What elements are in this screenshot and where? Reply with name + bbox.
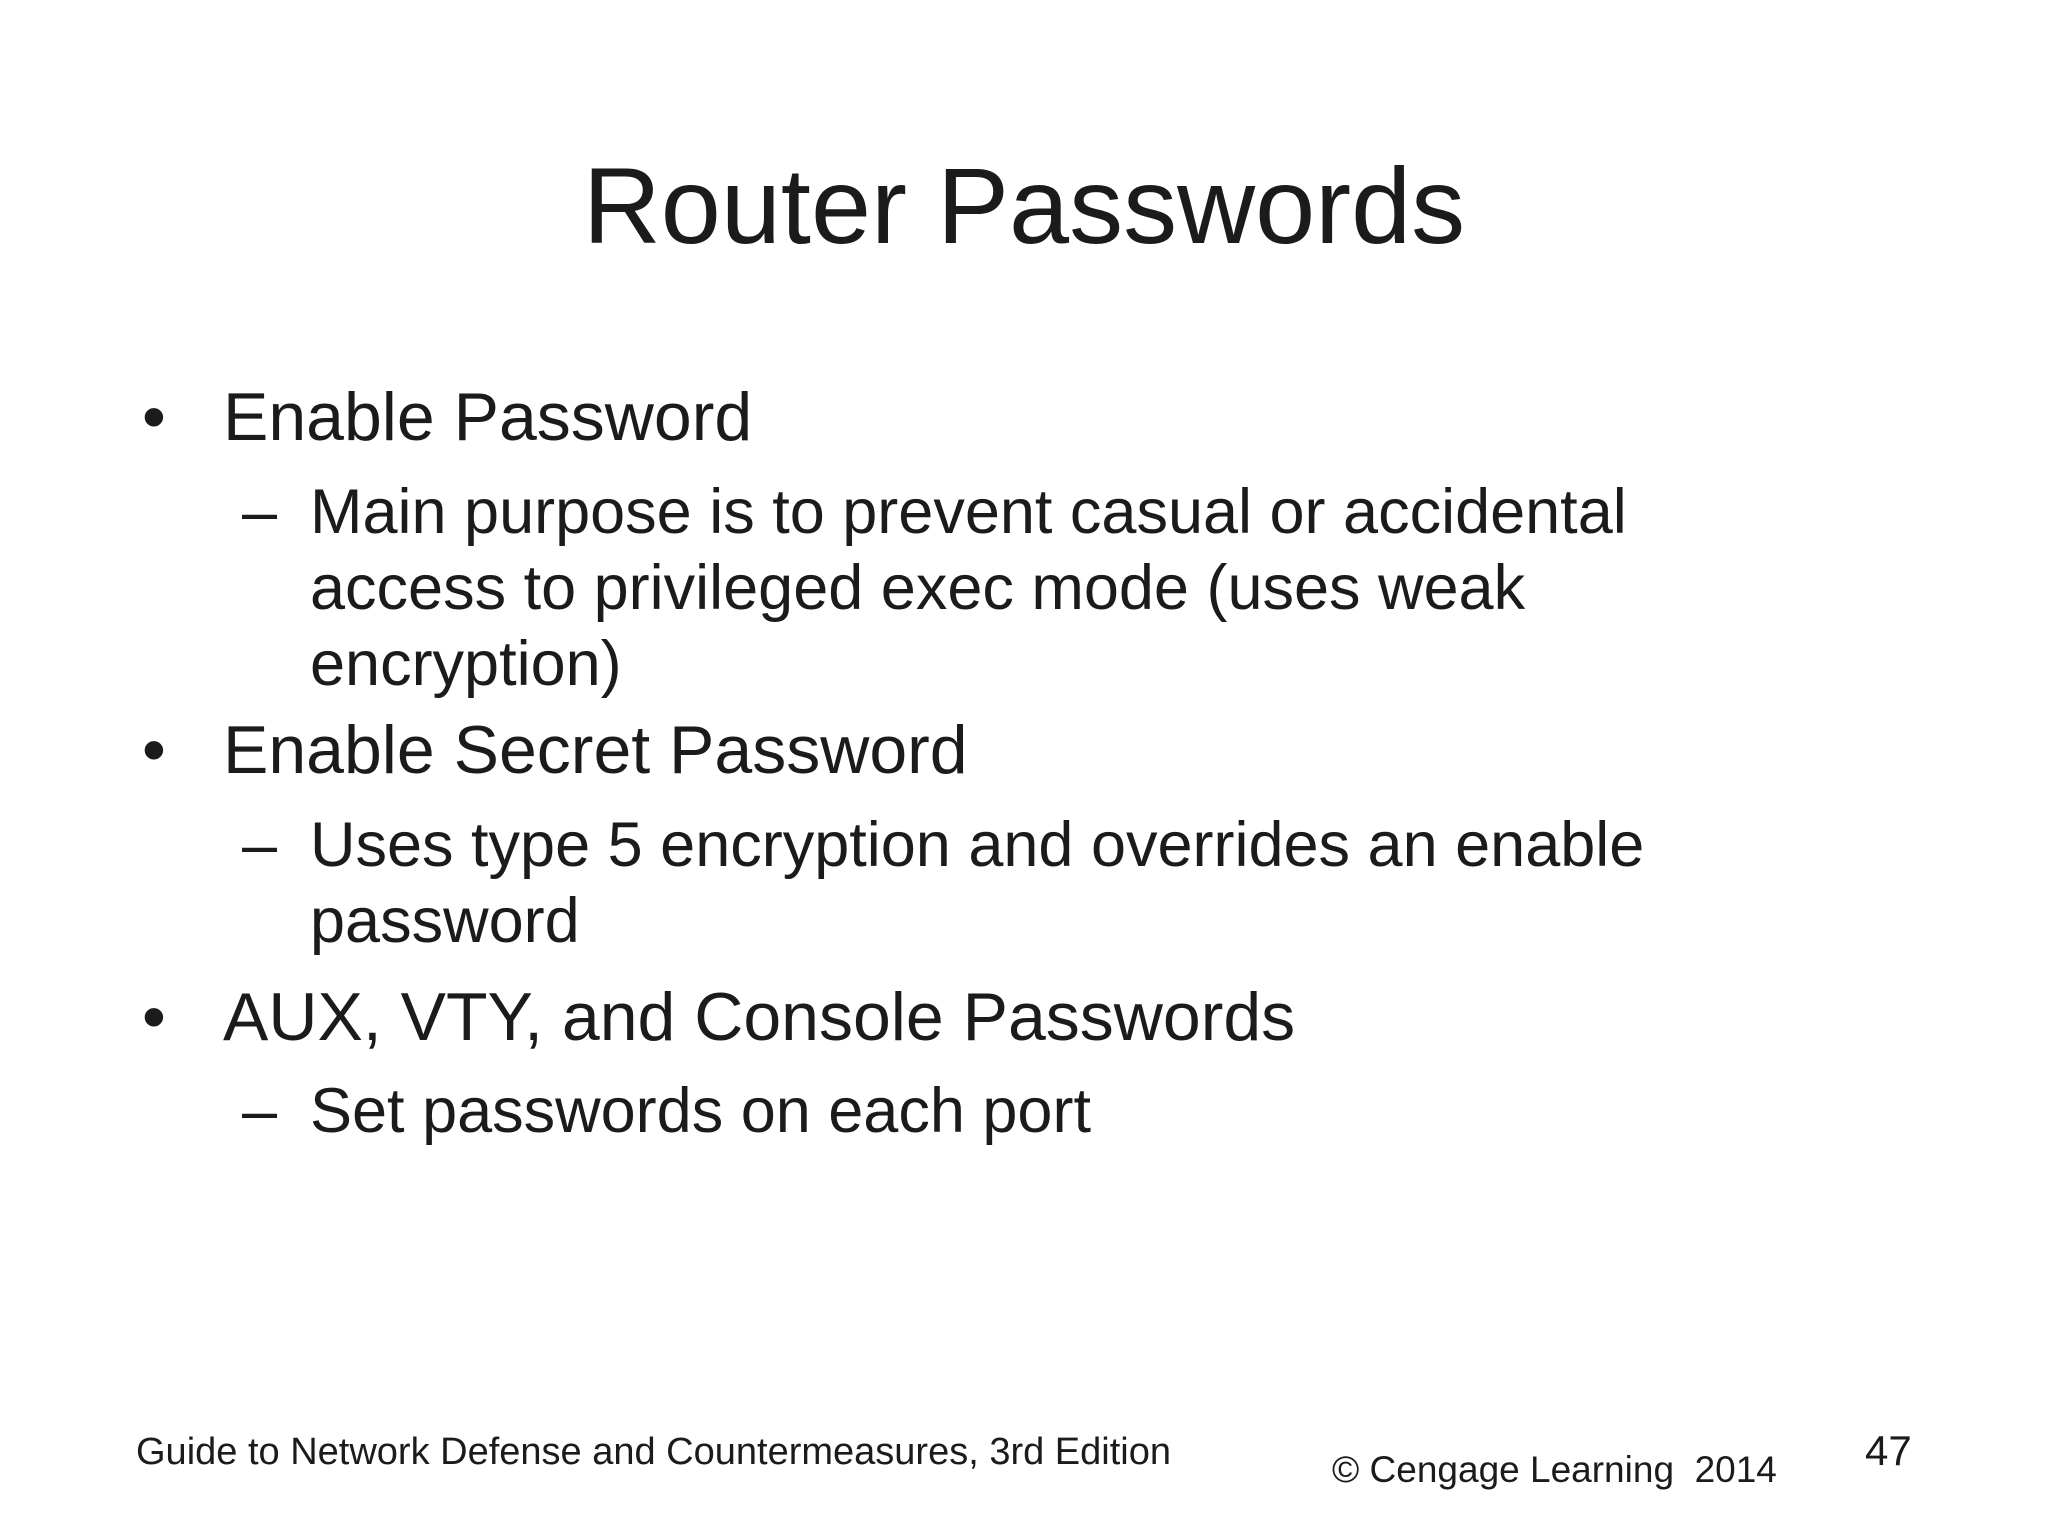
dash-icon: –	[242, 810, 278, 880]
sub-bullet-text: Uses type 5 encryption and overrides an …	[310, 810, 1645, 880]
bullet-icon: •	[142, 712, 166, 788]
footer-book-title: Guide to Network Defense and Countermeas…	[136, 1431, 1171, 1473]
bullet-icon: •	[142, 979, 166, 1055]
slide-title: Router Passwords	[582, 145, 1466, 266]
dash-icon: –	[242, 1076, 278, 1146]
bullet-label: AUX, VTY, and Console Passwords	[223, 979, 1296, 1055]
bullet-icon: •	[142, 379, 166, 455]
sub-bullet-text: Main purpose is to prevent casual or acc…	[310, 477, 1627, 547]
sub-bullet-text: password	[310, 886, 580, 956]
dash-icon: –	[242, 477, 278, 547]
bullet-label: Enable Secret Password	[223, 712, 968, 788]
sub-bullet-text: access to privileged exec mode (uses wea…	[310, 553, 1526, 623]
sub-bullet-text: encryption)	[310, 629, 622, 699]
page-number: 47	[1865, 1427, 1912, 1474]
sub-bullet-text: Set passwords on each port	[310, 1076, 1091, 1146]
footer-copyright: © Cengage Learning 2014	[1332, 1449, 1777, 1490]
bullet-label: Enable Password	[223, 379, 753, 455]
